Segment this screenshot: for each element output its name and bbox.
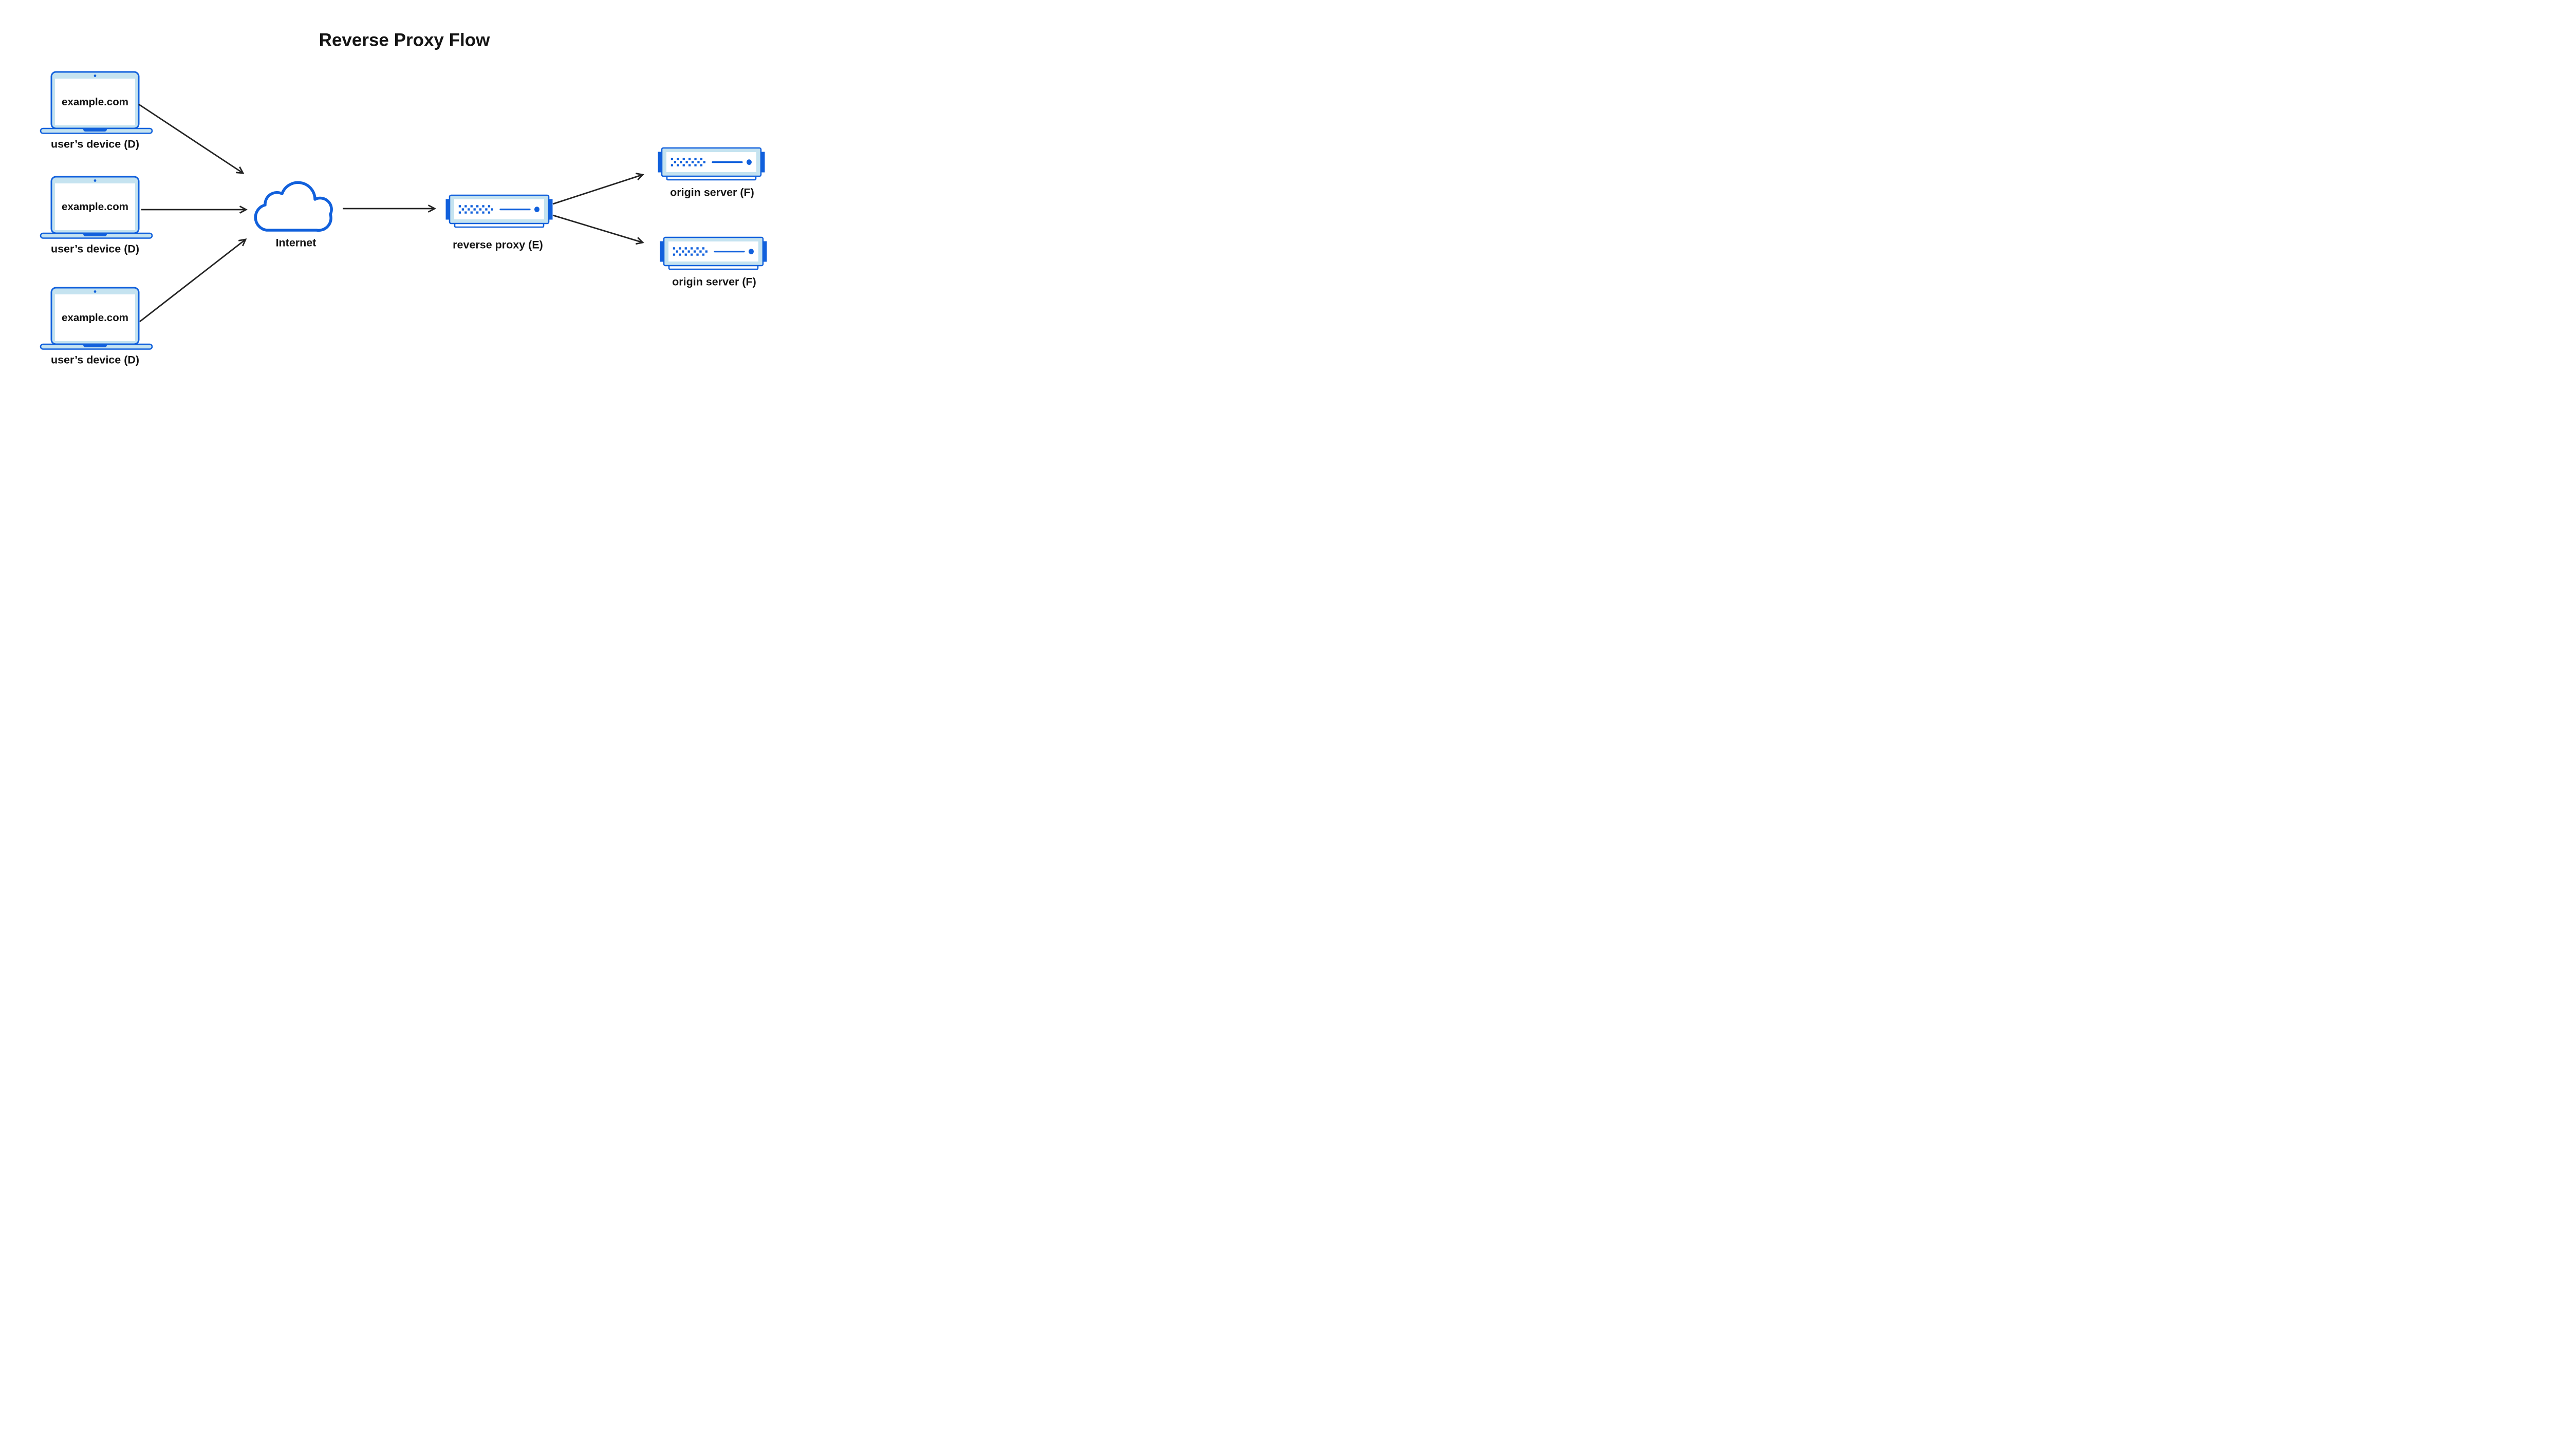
arrow-head-icon — [635, 173, 644, 181]
arrow-head-icon — [238, 238, 247, 247]
arrow-shaft — [139, 238, 246, 323]
device-caption: user’s device (D) — [51, 354, 139, 366]
origin-server-node-2: origin server (F) — [659, 236, 768, 288]
device-screen-label: example.com — [62, 96, 128, 108]
device-caption: user’s device (D) — [51, 243, 139, 255]
device-screen-label: example.com — [62, 201, 128, 213]
arrow-shaft — [552, 214, 643, 244]
reverse-proxy-node: reverse proxy (E) — [444, 194, 554, 251]
cloud-icon — [254, 181, 333, 232]
arrow-shaft — [552, 174, 643, 205]
arrow-device1-to-internet — [138, 103, 245, 174]
arrow-device2-to-internet — [141, 206, 248, 214]
reverse-proxy-flow-diagram: Reverse Proxy Flow example.com user’s de… — [40, 30, 768, 366]
internet-node: Internet — [254, 181, 333, 249]
origin-server-node-1: origin server (F) — [657, 147, 766, 199]
user-device-node-1: example.com user’s device (D) — [40, 71, 153, 151]
arrow-head-icon — [427, 204, 436, 213]
arrow-reverse-proxy-to-origin2 — [552, 214, 644, 245]
arrow-head-icon — [239, 206, 248, 214]
origin-server-label: origin server (F) — [672, 276, 756, 288]
page-title: Reverse Proxy Flow — [319, 30, 490, 50]
server-icon — [657, 147, 766, 181]
diagram-canvas: Reverse Proxy Flow example.com user’s de… — [0, 0, 806, 403]
user-device-node-2: example.com user’s device (D) — [40, 176, 153, 255]
arrow-head-icon — [235, 166, 245, 174]
arrow-head-icon — [636, 237, 644, 245]
device-caption: user’s device (D) — [51, 138, 139, 151]
arrow-internet-to-reverse-proxy — [343, 204, 436, 213]
arrow-device3-to-internet — [139, 238, 247, 323]
server-icon — [444, 194, 554, 228]
reverse-proxy-label: reverse proxy (E) — [453, 239, 543, 251]
arrow-shaft — [138, 103, 244, 174]
device-screen-label: example.com — [62, 312, 128, 324]
arrow-reverse-proxy-to-origin1 — [552, 173, 644, 205]
origin-server-label: origin server (F) — [670, 186, 754, 199]
internet-label: Internet — [276, 237, 317, 249]
server-icon — [659, 236, 768, 270]
user-device-node-3: example.com user’s device (D) — [40, 287, 153, 366]
